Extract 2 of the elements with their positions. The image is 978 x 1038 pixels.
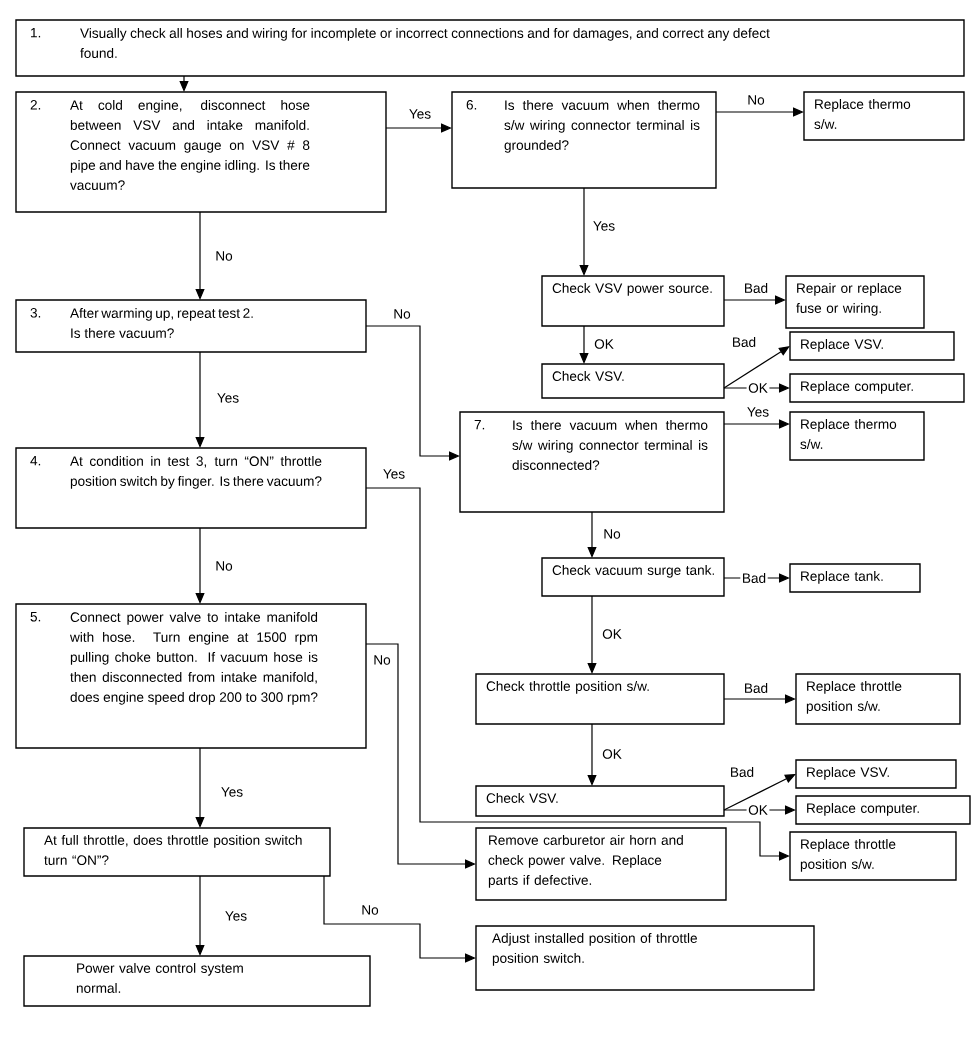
arrow (723, 346, 790, 389)
arrow (723, 774, 796, 811)
